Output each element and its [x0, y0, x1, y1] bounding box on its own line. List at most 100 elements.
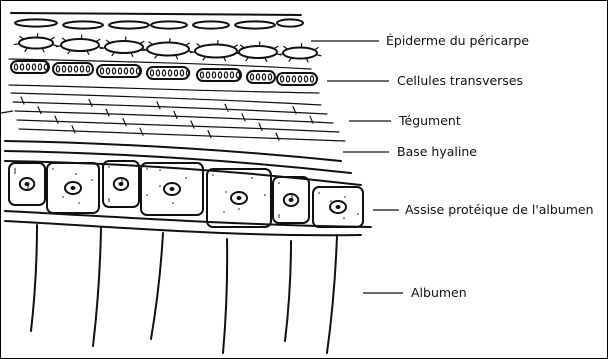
tegument-cell-wall — [72, 126, 75, 133]
cell-granule — [27, 185, 29, 187]
albumen-cell-wall — [223, 239, 227, 353]
epidermis-bristly-cell — [147, 43, 189, 56]
cell-granule — [278, 214, 280, 216]
cell-granule — [357, 213, 359, 215]
epidermis-flat-cell — [109, 21, 149, 28]
cell-bristle — [140, 41, 144, 43]
tegument-cell-wall — [225, 104, 228, 111]
cell-bristle — [50, 38, 54, 40]
cell-bristle — [197, 44, 201, 47]
cell-granule — [121, 181, 123, 183]
transverse-cell-granule — [224, 72, 227, 78]
cell-bristle — [284, 47, 288, 50]
tegument-cell-wall — [140, 128, 143, 135]
cell-granule — [14, 168, 16, 170]
epidermis-top-cells — [11, 13, 303, 29]
transverse-cell-granule — [156, 70, 159, 76]
cell-granule — [330, 200, 332, 202]
cell-granule — [344, 196, 346, 198]
protein-layer-top — [5, 161, 361, 185]
tegument-cell-wall — [242, 114, 245, 121]
cell-granule — [14, 172, 16, 174]
cell-bristle — [14, 44, 19, 45]
transverse-cell-granule — [310, 76, 313, 82]
transverse-cell-granule — [236, 72, 239, 78]
transverse-cell-granule — [112, 68, 115, 74]
cell-granule — [212, 174, 214, 176]
tegument-cell-wall — [21, 97, 24, 104]
epidermis-outer-line — [11, 13, 301, 15]
transverse-cell-granule — [106, 68, 109, 74]
transverse-cell-granule — [286, 76, 289, 82]
transverse-cell-granule — [180, 70, 183, 76]
cell-granule — [225, 191, 227, 193]
transverse-cell-granule — [32, 64, 35, 70]
label-base-hyaline: Base hyaline — [397, 145, 477, 159]
tegument-cell-wall — [38, 107, 41, 114]
transverse-cell-granule — [118, 68, 121, 74]
cell-granule — [318, 192, 320, 194]
transverse-cell-granule — [162, 70, 165, 76]
cell-granule — [238, 208, 240, 210]
cell-granule — [159, 185, 161, 187]
transverse-cells — [9, 59, 319, 93]
pericarp-epidermis-cells — [14, 34, 321, 62]
cell-granule — [75, 173, 77, 175]
transverse-cell-granule — [86, 66, 89, 72]
albumen-cell-walls — [31, 225, 337, 353]
cell-granule — [185, 177, 187, 179]
transverse-cell-granule — [218, 72, 221, 78]
albumen-cell-wall — [285, 241, 291, 341]
label-epiderme: Épiderme du péricarpe — [386, 34, 529, 48]
transverse-cell-granule — [230, 72, 233, 78]
cell-granule — [121, 183, 123, 185]
transverse-cell-granule — [280, 76, 283, 82]
transverse-cell-granule — [80, 66, 83, 72]
cell-granule — [108, 198, 110, 200]
cell-granule — [343, 217, 345, 219]
cell-bristle — [142, 50, 147, 51]
left-edge-tick — [1, 111, 13, 113]
tegument-cell-wall — [259, 123, 262, 130]
albumen-cell-wall — [93, 227, 101, 346]
epidermis-flat-cell — [63, 21, 103, 28]
transverse-lower-line — [9, 85, 319, 93]
cell-bristle — [240, 45, 244, 48]
cell-granule — [172, 202, 174, 204]
epidermis-flat-cell — [277, 19, 303, 26]
epidermis-flat-cell — [15, 19, 57, 26]
transverse-cell-granule — [38, 64, 41, 70]
label-albumen: Albumen — [411, 286, 467, 300]
nucleus-core — [237, 196, 242, 200]
epidermis-flat-cell — [193, 21, 229, 28]
cell-bristle — [96, 39, 100, 41]
cell-bristle — [190, 52, 195, 53]
tegument-cell-wall — [157, 102, 160, 109]
transverse-cell-granule — [304, 76, 307, 82]
cell-granule — [27, 189, 29, 191]
nucleus-core — [170, 187, 175, 191]
transverse-cell-granule — [298, 76, 301, 82]
cell-granule — [108, 200, 110, 202]
transverse-cell-granule — [212, 72, 215, 78]
cell-granule — [291, 199, 293, 201]
transverse-cell-granule — [44, 64, 47, 70]
transverse-cell-granule — [68, 66, 71, 72]
epidermis-flat-cell — [235, 21, 275, 28]
cell-granule — [251, 177, 253, 179]
transverse-cell-granule — [268, 74, 271, 80]
label-tegument: Tégument — [399, 114, 461, 128]
tegument-cell-wall — [123, 119, 126, 126]
cell-granule — [146, 194, 148, 196]
cell-granule — [14, 170, 16, 172]
label-assise-proteique: Assise protéique de l'albumen — [405, 203, 594, 217]
transverse-cell-granule — [250, 74, 253, 80]
cell-granule — [52, 168, 54, 170]
transverse-cell-granule — [262, 74, 265, 80]
transverse-cell-granule — [130, 68, 133, 74]
cell-granule — [121, 179, 123, 181]
epidermis-flat-cell — [151, 21, 187, 28]
transverse-cell-granule — [206, 72, 209, 78]
tegument-cell-wall — [89, 99, 92, 106]
